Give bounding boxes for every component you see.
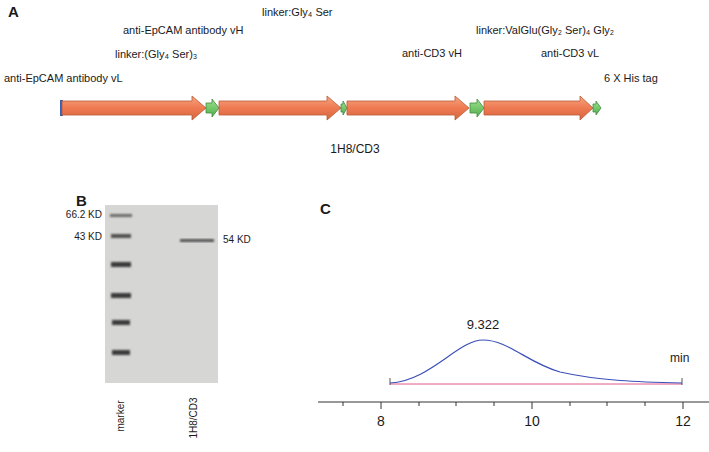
- tick-label: 10: [524, 413, 540, 429]
- segment-arrow: [347, 96, 469, 120]
- segment-label: anti-CD3 vL: [541, 47, 599, 60]
- sample-band: [180, 239, 214, 242]
- tick-label: 8: [377, 413, 385, 429]
- axis-unit: min: [670, 352, 689, 366]
- lane-label: 1H8/CD3: [188, 397, 200, 438]
- segment-arrow: [484, 96, 593, 120]
- size-label: 54 KD: [223, 234, 251, 246]
- segment-label: anti-EpCAM antibody vH: [123, 24, 243, 37]
- segment-label: anti-EpCAM antibody vL: [4, 72, 123, 85]
- size-label: 66.2 KD: [66, 209, 102, 221]
- integration-mark: [682, 378, 683, 385]
- segment-arrow: [219, 96, 341, 120]
- peak-time: 9.322: [467, 318, 500, 333]
- panel-letter: C: [320, 200, 331, 217]
- peak-curve: [390, 340, 682, 383]
- axis-ticks: [343, 402, 683, 409]
- lane-label: marker: [115, 400, 127, 431]
- linker-label: linker:ValGlu(Gly₂ Ser)₄ Gly₂: [476, 24, 614, 37]
- time-axis: [318, 402, 709, 403]
- linker-label: linker:(Gly₄ Ser)₃: [115, 48, 197, 61]
- linker-arrow: [341, 101, 347, 115]
- segment-arrow: [62, 96, 206, 120]
- integration-mark: [390, 378, 391, 385]
- gel: [105, 205, 218, 383]
- linker-label: linker:Gly₄ Ser: [262, 6, 333, 19]
- tick-label: 12: [675, 413, 691, 429]
- segment-label: anti-CD3 vH: [402, 47, 462, 60]
- construct-name: 1H8/CD3: [330, 143, 379, 157]
- size-label: 43 KD: [74, 231, 102, 243]
- marker-bands: [110, 214, 132, 355]
- panel-letter: A: [8, 3, 19, 20]
- linker-arrow: [206, 99, 219, 117]
- linker-arrow: [593, 101, 601, 115]
- construct-arrows: [62, 96, 601, 120]
- baseline: [390, 384, 682, 385]
- panel-letter: B: [76, 192, 87, 209]
- linker-arrow: [470, 99, 484, 117]
- tag-label: 6 X His tag: [604, 72, 658, 85]
